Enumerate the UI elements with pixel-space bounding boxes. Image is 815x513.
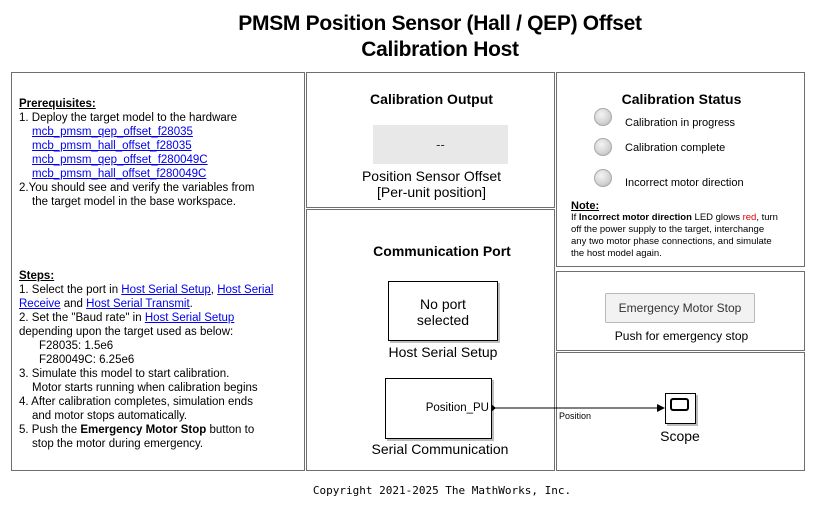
link-qep-f28035[interactable]: mcb_pmsm_qep_offset_f28035	[32, 126, 193, 138]
note-line3: any two motor phase connections, and sim…	[571, 236, 772, 247]
emergency-motor-stop-button[interactable]: Emergency Motor Stop	[605, 293, 755, 323]
calibration-output-panel: Calibration Output -- Position Sensor Of…	[306, 72, 555, 208]
led-calibration-in-progress	[594, 108, 612, 126]
host-serial-setup-caption: Host Serial Setup	[388, 344, 498, 360]
position-offset-display: --	[373, 125, 508, 164]
step4-line1: 4. After calibration completes, simulati…	[19, 396, 253, 408]
link-host-serial-setup[interactable]: Host Serial Setup	[121, 284, 211, 296]
step2-f280049c: F280049C: 6.25e6	[39, 354, 135, 366]
note-line1: If Incorrect motor direction LED glows r…	[571, 212, 778, 223]
led-label-in-progress: Calibration in progress	[625, 117, 736, 129]
led-incorrect-direction	[594, 169, 612, 187]
prereq-step2-line1: 2.You should see and verify the variable…	[19, 182, 255, 194]
instructions-panel: Prerequisites: 1. Deploy the target mode…	[11, 72, 305, 471]
step1-line1: 1. Select the port in Host Serial Setup,…	[19, 284, 274, 296]
note-line2: off the power supply to the target, inte…	[571, 224, 765, 235]
step3-line2: Motor starts running when calibration be…	[32, 382, 258, 394]
prereq-step1: 1. Deploy the target model to the hardwa…	[19, 112, 237, 124]
note-heading: Note:	[571, 200, 600, 212]
step5-line1: 5. Push the Emergency Motor Stop button …	[19, 424, 255, 436]
step3-line1: 3. Simulate this model to start calibrat…	[19, 368, 230, 380]
emergency-panel: Emergency Motor Stop Push for emergency …	[556, 271, 805, 351]
link-qep-f280049c[interactable]: mcb_pmsm_qep_offset_f280049C	[32, 154, 208, 166]
scope-block[interactable]	[665, 393, 696, 424]
step2-f28035: F28035: 1.5e6	[39, 340, 114, 352]
scope-panel: Scope	[556, 352, 805, 471]
prereq-step2-line2: the target model in the base workspace.	[32, 196, 236, 208]
note-line4: the host model again.	[571, 248, 662, 259]
step2-line1: 2. Set the "Baud rate" in Host Serial Se…	[19, 312, 235, 324]
led-calibration-complete	[594, 138, 612, 156]
steps-heading: Steps:	[19, 270, 55, 282]
led-label-complete: Calibration complete	[625, 142, 726, 154]
host-serial-setup-block[interactable]: No port selected	[388, 281, 498, 341]
step4-line2: and motor stops automatically.	[32, 410, 188, 422]
position-pu-port-label: Position_PU	[425, 402, 489, 414]
scope-icon	[670, 398, 689, 411]
display-label-line2: [Per-unit position]	[377, 184, 486, 200]
link-host-serial-transmit[interactable]: Host Serial Transmit	[86, 298, 190, 310]
communication-port-panel: Communication Port No port selected Host…	[306, 209, 555, 471]
step1-line2: Receive and Host Serial Transmit.	[19, 298, 193, 310]
calibration-output-heading: Calibration Output	[370, 91, 493, 107]
communication-port-heading: Communication Port	[373, 243, 511, 259]
step5-line2: stop the motor during emergency.	[32, 438, 204, 450]
prerequisites-heading: Prerequisites:	[19, 98, 96, 110]
step2-line2: depending upon the target used as below:	[19, 326, 234, 338]
signal-arrowhead	[657, 404, 665, 412]
page-title-line1: PMSM Position Sensor (Hall / QEP) Offset	[238, 12, 642, 35]
signal-label-position: Position	[559, 411, 592, 421]
led-label-incorrect-direction: Incorrect motor direction	[625, 177, 744, 189]
link-host-serial-receive-cont[interactable]: Receive	[19, 298, 61, 310]
copyright-footer: Copyright 2021-2025 The MathWorks, Inc.	[312, 484, 572, 497]
calibration-status-heading: Calibration Status	[621, 91, 742, 107]
calibration-status-panel: Calibration Status Calibration in progre…	[556, 72, 805, 267]
link-hall-f280049c[interactable]: mcb_pmsm_hall_offset_f280049C	[32, 168, 207, 180]
link-host-serial-receive[interactable]: Host Serial	[217, 284, 274, 296]
serial-communication-caption: Serial Communication	[371, 441, 509, 457]
scope-caption: Scope	[660, 428, 700, 444]
output-port-marker	[491, 404, 496, 412]
emergency-caption: Push for emergency stop	[614, 329, 749, 343]
serial-communication-block[interactable]: Position_PU	[385, 378, 492, 439]
link-hall-f28035[interactable]: mcb_pmsm_hall_offset_f28035	[32, 140, 192, 152]
page-title-line2: Calibration Host	[361, 38, 519, 61]
link-host-serial-setup-2[interactable]: Host Serial Setup	[144, 312, 235, 324]
display-label-line1: Position Sensor Offset	[361, 168, 502, 184]
